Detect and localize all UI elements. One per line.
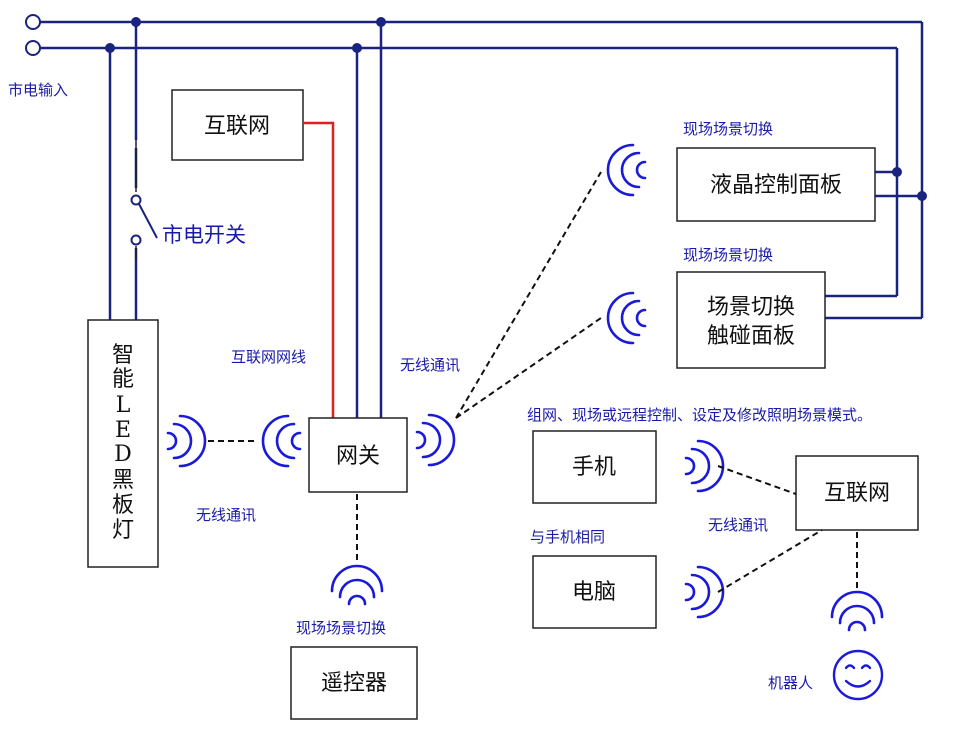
wireless-wave-icon (606, 291, 647, 345)
light-char: E (115, 418, 131, 443)
robot-label: 机器人 (768, 674, 813, 692)
wireless-link-dashed (717, 529, 823, 593)
internet-box-right-label: 互联网 (824, 481, 890, 506)
wireless-gateway-label: 无线通讯 (400, 356, 460, 374)
light-char: 智 (112, 343, 134, 368)
light-char: 黑 (112, 468, 134, 493)
internet-cable (303, 121, 335, 418)
scene-touch-panel-box (676, 271, 826, 369)
wireless-wave-icon (166, 414, 207, 468)
light-char: 能 (112, 367, 134, 392)
computer-label: 电脑 (572, 580, 616, 605)
mains-switch-label: 市电开关 (162, 223, 246, 247)
terminal-circle-icon (25, 14, 41, 30)
same-as-phone-label: 与手机相同 (530, 528, 605, 546)
terminal-circle-icon (25, 40, 41, 56)
internet-box-top (171, 89, 304, 161)
wireless-wave-icon (330, 564, 384, 606)
wireless-wave-icon (830, 590, 884, 632)
wireless-wave-icon (261, 414, 302, 468)
light-char: D (114, 442, 132, 467)
light-char: L (116, 393, 131, 418)
internet-box-top-label: 互联网 (204, 114, 270, 139)
phone-label: 手机 (572, 455, 616, 480)
mains-wiring (40, 20, 924, 418)
wireless-cloud-label: 无线通讯 (708, 516, 768, 534)
junction-dots (105, 17, 927, 201)
gateway-box (308, 417, 408, 493)
wireless-wave-icon (684, 439, 725, 493)
scene-touch-panel-label-1: 场景切换 (707, 295, 795, 320)
scene-touch-panel-label-2: 触碰面板 (707, 324, 795, 349)
wireless-light-label: 无线通讯 (196, 506, 256, 524)
scene-switch-lcd-label: 现场场景切换 (683, 120, 773, 138)
wireless-link-dashed (455, 317, 602, 419)
lcd-panel-label: 液晶控制面板 (710, 173, 842, 198)
remote-box (290, 646, 418, 720)
internet-cable-label: 互联网网线 (231, 348, 306, 366)
wireless-wave-icon (415, 413, 456, 467)
computer-box (532, 555, 657, 629)
gateway-label: 网关 (336, 444, 380, 469)
scene-switch-remote-label: 现场场景切换 (296, 619, 386, 637)
remote-label: 遥控器 (321, 671, 387, 696)
networking-note: 组网、现场或远程控制、设定及修改照明场景模式。 (527, 406, 872, 424)
internet-box-right (795, 455, 919, 531)
mains-input-label: 市电输入 (8, 81, 68, 99)
wireless-wave-icon (606, 143, 647, 197)
scene-switch-touch-label: 现场场景切换 (683, 246, 773, 264)
phone-box (532, 430, 657, 504)
led-blackboard-light-label: 智 能 L E D 黑 板 灯 (112, 343, 134, 543)
light-char: 灯 (112, 518, 134, 543)
light-char: 板 (112, 493, 134, 518)
lcd-panel-box (676, 147, 876, 222)
mains-switch (130, 194, 158, 246)
wireless-link-dashed (455, 171, 602, 419)
wireless-link-dashed (717, 465, 797, 495)
led-blackboard-light-box (87, 319, 159, 568)
wireless-wave-icon (684, 565, 725, 619)
smiley-face-icon (832, 649, 884, 701)
